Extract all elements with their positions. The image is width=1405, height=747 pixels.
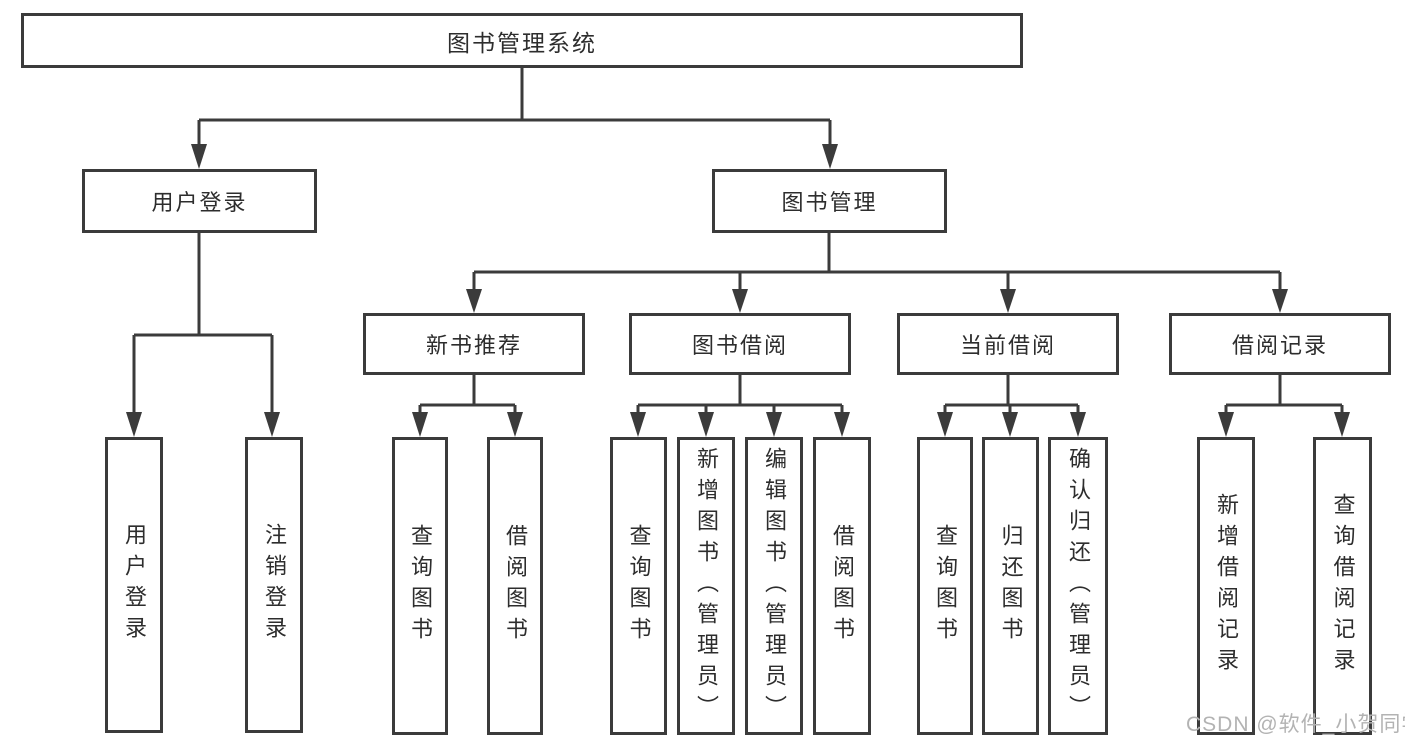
node-leaf-query-books-current-label: 查询图书: [933, 524, 958, 648]
node-leaf-query-books-recommend: 查询图书: [392, 437, 448, 735]
node-leaf-borrow-books-recommend-label: 借阅图书: [503, 524, 528, 648]
node-root-system: 图书管理系统: [21, 13, 1023, 68]
node-borrowing-records-label: 借阅记录: [1231, 333, 1328, 358]
node-leaf-query-borrow-record-label: 查询借阅记录: [1330, 493, 1356, 679]
node-leaf-query-books-current: 查询图书: [917, 437, 973, 735]
node-leaf-query-books-borrowing: 查询图书: [610, 437, 667, 735]
node-leaf-logout-label: 注销登录: [262, 523, 287, 647]
node-leaf-borrow-books-recommend: 借阅图书: [487, 437, 543, 735]
node-leaf-query-borrow-record: 查询借阅记录: [1313, 437, 1372, 735]
node-leaf-edit-books-admin-label: 编辑图书（管理员）: [762, 446, 787, 726]
node-book-borrowing: 图书借阅: [629, 313, 851, 375]
node-book-management-branch: 图书管理: [712, 169, 947, 233]
node-leaf-add-borrow-record: 新增借阅记录: [1197, 437, 1255, 735]
connector-lines: [132, 68, 1344, 415]
node-leaf-query-books-borrowing-label: 查询图书: [626, 524, 652, 648]
node-new-book-recommend: 新书推荐: [363, 313, 585, 375]
node-book-borrowing-label: 图书借阅: [691, 333, 788, 358]
node-current-borrowing: 当前借阅: [897, 313, 1119, 375]
node-leaf-return-books-label: 归还图书: [998, 524, 1024, 648]
node-leaf-borrow-books-borrowing: 借阅图书: [813, 437, 871, 735]
node-leaf-edit-books-admin: 编辑图书（管理员）: [745, 437, 803, 735]
node-leaf-logout: 注销登录: [245, 437, 303, 733]
node-leaf-add-borrow-record-label: 新增借阅记录: [1214, 493, 1239, 679]
node-leaf-add-books-admin-label: 新增图书（管理员）: [694, 446, 719, 726]
node-leaf-user-login: 用户登录: [105, 437, 163, 733]
node-leaf-return-books: 归还图书: [982, 437, 1039, 735]
node-user-login-branch: 用户登录: [82, 169, 317, 233]
node-user-login-branch-label: 用户登录: [151, 190, 248, 215]
node-current-borrowing-label: 当前借阅: [959, 333, 1056, 358]
node-borrowing-records: 借阅记录: [1169, 313, 1391, 375]
node-leaf-confirm-return-admin: 确认归还（管理员）: [1048, 437, 1108, 735]
node-new-book-recommend-label: 新书推荐: [425, 333, 522, 358]
node-leaf-add-books-admin: 新增图书（管理员）: [677, 437, 735, 735]
node-leaf-query-books-recommend-label: 查询图书: [408, 524, 433, 648]
node-book-management-branch-label: 图书管理: [781, 190, 878, 215]
node-leaf-borrow-books-borrowing-label: 借阅图书: [830, 524, 855, 648]
node-root-system-label: 图书管理系统: [447, 29, 597, 56]
node-leaf-confirm-return-admin-label: 确认归还（管理员）: [1066, 446, 1091, 726]
csdn-watermark: CSDN @软件_小贺同学: [1186, 713, 1405, 736]
node-leaf-user-login-label: 用户登录: [122, 523, 147, 647]
arrowheads: [126, 144, 1350, 437]
